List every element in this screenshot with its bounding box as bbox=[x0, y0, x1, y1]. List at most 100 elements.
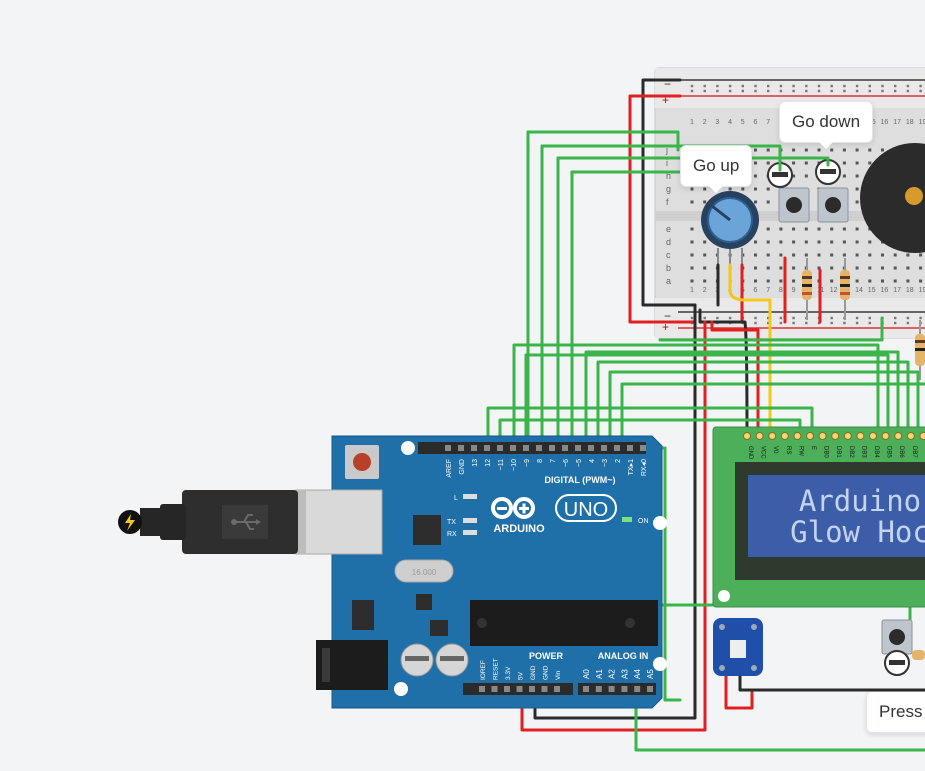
header-pin[interactable] bbox=[583, 686, 589, 692]
crystal-label: 16.000 bbox=[412, 568, 437, 577]
header-pin[interactable] bbox=[614, 445, 620, 451]
lcd-pin[interactable] bbox=[843, 432, 852, 440]
lcd-pin[interactable] bbox=[755, 432, 764, 440]
header-pin[interactable] bbox=[601, 445, 607, 451]
lcd-pin[interactable] bbox=[831, 432, 840, 440]
header-pin[interactable] bbox=[554, 686, 560, 692]
header-pin[interactable] bbox=[640, 445, 646, 451]
header-pin[interactable] bbox=[484, 445, 490, 451]
pin-label: RESET bbox=[493, 658, 500, 680]
pin-label: ~5 bbox=[576, 459, 583, 467]
breadboard-column-number: 3 bbox=[715, 119, 719, 126]
lcd-pin[interactable] bbox=[881, 432, 890, 440]
breadboard-column-number: 15 bbox=[868, 287, 876, 294]
lcd-pin[interactable] bbox=[906, 432, 915, 440]
pin-label: A2 bbox=[608, 669, 617, 679]
lcd-pin[interactable] bbox=[768, 432, 777, 440]
lcd-pin[interactable] bbox=[780, 432, 789, 440]
header-pin[interactable] bbox=[575, 445, 581, 451]
breadboard-column-number: 14 bbox=[855, 287, 863, 294]
tooltip-press: Press bbox=[866, 692, 925, 733]
header-pin[interactable] bbox=[595, 686, 602, 692]
header-pin[interactable] bbox=[458, 445, 464, 451]
breadboard-column-number: 1 bbox=[690, 287, 694, 294]
board-model: UNO bbox=[564, 499, 608, 521]
resistor[interactable] bbox=[912, 650, 925, 660]
lcd-pin[interactable] bbox=[793, 432, 802, 440]
lcd-display[interactable]: GNDVCCV0RSRWEDB0DB1DB2DB3DB4DB5DB6DB7LED… bbox=[712, 426, 925, 608]
header-pin[interactable] bbox=[516, 686, 523, 692]
pin-label: ~6 bbox=[563, 459, 570, 467]
header-pin[interactable] bbox=[491, 686, 498, 692]
header-pin[interactable] bbox=[471, 445, 477, 451]
header-pin[interactable] bbox=[647, 686, 653, 692]
header-pin[interactable] bbox=[588, 445, 594, 451]
breadboard-column-number: 7 bbox=[766, 287, 770, 294]
lcd-pin[interactable] bbox=[869, 432, 877, 440]
header-pin[interactable] bbox=[541, 686, 548, 692]
header-pin[interactable] bbox=[536, 445, 542, 451]
minus-icon[interactable] bbox=[767, 162, 793, 188]
breadboard-column-number: 19 bbox=[919, 287, 925, 294]
pushbutton-down[interactable] bbox=[817, 187, 849, 223]
breadboard-row-letter: b bbox=[666, 263, 671, 273]
potentiometer[interactable] bbox=[701, 191, 759, 265]
pin-label: ~11 bbox=[498, 459, 505, 470]
resistor[interactable] bbox=[915, 320, 925, 380]
lcd-pin[interactable] bbox=[919, 432, 925, 440]
rail-minus-label: − bbox=[664, 77, 671, 91]
lcd-pin-label: RS bbox=[785, 446, 791, 454]
header-pin[interactable] bbox=[621, 686, 628, 692]
pin-label: Vin bbox=[555, 670, 562, 680]
breadboard-column-number: 2 bbox=[703, 119, 707, 126]
header-pin[interactable] bbox=[445, 445, 451, 451]
pushbutton-press[interactable] bbox=[881, 619, 913, 655]
lcd-line-2: Glow Hoc bbox=[790, 515, 925, 549]
breadboard-column-number: 2 bbox=[703, 287, 707, 294]
analog-header-label: ANALOG IN bbox=[598, 651, 649, 661]
lcd-pin[interactable] bbox=[894, 432, 903, 440]
header-pin[interactable] bbox=[479, 686, 485, 692]
lcd-pin-label: DB7 bbox=[911, 446, 917, 458]
header-pin[interactable] bbox=[634, 686, 641, 692]
pin-label: RX◂0 bbox=[641, 459, 648, 476]
header-pin[interactable] bbox=[562, 445, 568, 451]
lcd-pin-label: V0 bbox=[772, 446, 778, 454]
piezo-buzzer[interactable] bbox=[860, 143, 925, 253]
breadboard-row-letter: e bbox=[666, 224, 671, 234]
usb-cable[interactable] bbox=[118, 490, 298, 554]
resistor[interactable] bbox=[840, 258, 850, 320]
breadboard-column-number: 5 bbox=[741, 119, 745, 126]
tooltip-go-up: Go up bbox=[680, 145, 753, 193]
header-pin[interactable] bbox=[510, 445, 516, 451]
digital-header-label: DIGITAL (PWM~) bbox=[545, 475, 616, 485]
header-pin[interactable] bbox=[627, 445, 633, 451]
resistor[interactable] bbox=[802, 258, 812, 320]
lcd-pin[interactable] bbox=[856, 432, 865, 440]
rgb-led-module[interactable] bbox=[713, 618, 763, 676]
minus-icon[interactable] bbox=[884, 650, 910, 676]
header-pin[interactable] bbox=[549, 445, 555, 451]
pushbutton-up[interactable] bbox=[778, 187, 810, 223]
arduino-uno-board[interactable]: UNO ARDUINO DIGITAL (PWM~) POWER ANALOG … bbox=[295, 435, 667, 709]
header-pin[interactable] bbox=[523, 445, 529, 451]
breadboard-row-letter: d bbox=[666, 237, 671, 247]
wires[interactable] bbox=[468, 78, 925, 752]
lcd-pin[interactable] bbox=[743, 432, 751, 440]
breadboard-row-letter: c bbox=[666, 250, 671, 260]
pin-label: A3 bbox=[620, 669, 629, 679]
breadboard-row-letter: h bbox=[666, 171, 671, 181]
breadboard-row-letter: a bbox=[666, 276, 671, 286]
pin-label: ~3 bbox=[602, 459, 609, 467]
lcd-pin-label: DB0 bbox=[823, 446, 829, 458]
header-pin[interactable] bbox=[529, 686, 535, 692]
lcd-pin[interactable] bbox=[806, 432, 814, 440]
breadboard-column-number: 17 bbox=[893, 287, 901, 294]
header-pin[interactable] bbox=[608, 686, 615, 692]
breadboard-column-number: 18 bbox=[906, 119, 914, 126]
header-pin[interactable] bbox=[504, 686, 510, 692]
header-pin[interactable] bbox=[497, 445, 503, 451]
lcd-pin[interactable] bbox=[818, 432, 827, 440]
pin-label: 5V bbox=[518, 671, 525, 680]
